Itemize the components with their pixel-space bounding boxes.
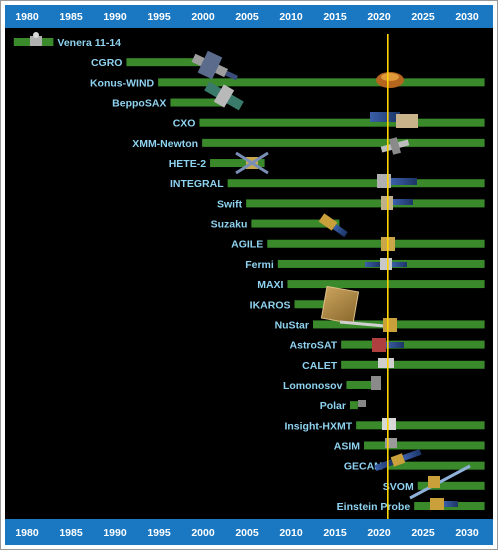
- spacecraft-illustrations: [30, 32, 471, 510]
- mission-bar-15: [341, 340, 485, 349]
- mission-bar-16: [341, 360, 485, 369]
- mission-bar-6: [210, 159, 265, 168]
- bottom-tick-label-2010: 2010: [279, 527, 303, 539]
- bottom-tick-label-2020: 2020: [367, 527, 391, 539]
- top-tick-label-1980: 1980: [15, 11, 39, 23]
- mission-bar-19: [356, 421, 485, 430]
- svom-satellite-icon: [409, 464, 471, 500]
- mission-label-20: ASIM: [334, 440, 361, 452]
- lomonosov-satellite-icon: [371, 376, 381, 390]
- mission-label-15: AstroSAT: [290, 340, 338, 352]
- mission-bar-17: [346, 380, 376, 389]
- mission-bar-8: [246, 199, 485, 208]
- mission-label-11: Fermi: [245, 259, 274, 271]
- plot-background: [5, 28, 493, 519]
- konus-wind-satellite-icon: [376, 72, 404, 88]
- bottom-tick-labels: 1980 1985 1990 1995 2000 2005 2010 2015 2020 2025…: [15, 527, 479, 539]
- suzaku-satellite-icon: [318, 213, 348, 238]
- mission-bar-21: [386, 461, 485, 470]
- top-tick-label-2015: 2015: [323, 11, 347, 23]
- bottom-tick-label-1985: 1985: [59, 527, 83, 539]
- mission-label-21: GECAM: [344, 461, 383, 473]
- top-tick-label-2005: 2005: [235, 11, 259, 23]
- mission-bar-22: [417, 481, 485, 490]
- mission-label-13: IKAROS: [250, 299, 291, 311]
- ikaros-sail-icon: [320, 285, 360, 325]
- insight-hxmt-satellite-icon: [382, 418, 396, 430]
- mission-bar-13: [294, 300, 340, 309]
- mission-bar-9: [251, 219, 340, 228]
- top-tick-label-2010: 2010: [279, 11, 303, 23]
- mission-bars: [13, 38, 485, 510]
- mission-label-22: SVOM: [383, 481, 414, 493]
- mission-bar-3: [170, 98, 224, 107]
- fermi-satellite-icon: [365, 258, 407, 270]
- bottom-tick-label-2005: 2005: [235, 527, 259, 539]
- cgro-satellite-icon: [191, 50, 239, 81]
- bottom-tick-label-1990: 1990: [103, 527, 127, 539]
- mission-label-3: BeppoSAX: [112, 98, 166, 110]
- bottom-tick-label-1980: 1980: [15, 527, 39, 539]
- venera-spacecraft-icon: [30, 32, 42, 46]
- mission-bar-5: [202, 138, 485, 147]
- mission-bar-20: [364, 441, 485, 450]
- bottom-tick-label-2025: 2025: [411, 527, 435, 539]
- top-tick-label-2000: 2000: [191, 11, 215, 23]
- mission-bar-12: [287, 280, 485, 289]
- top-axis-band: [5, 5, 493, 28]
- bottom-tick-label-2015: 2015: [323, 527, 347, 539]
- einstein-probe-satellite-icon: [430, 498, 458, 510]
- astrosat-satellite-icon: [372, 338, 404, 352]
- mission-label-14: NuStar: [275, 319, 309, 331]
- polar-instrument-icon: [358, 400, 366, 407]
- mission-label-9: Suzaku: [211, 219, 248, 231]
- top-tick-labels: 1980 1985 1990 1995 2000 2005 2010 2015 2020 2025…: [15, 11, 479, 23]
- mission-bar-10: [267, 239, 485, 248]
- mission-label-12: MAXI: [257, 279, 283, 291]
- mission-label-7: INTEGRAL: [170, 178, 224, 190]
- mission-bar-1: [126, 58, 207, 67]
- beppo-sax-satellite-icon: [204, 81, 244, 111]
- mission-label-4: CXO: [173, 118, 196, 130]
- mission-bar-14: [313, 320, 485, 329]
- bottom-tick-label-1995: 1995: [147, 527, 171, 539]
- mission-label-10: AGILE: [231, 239, 263, 251]
- mission-label-18: Polar: [320, 400, 346, 412]
- top-tick-label-2020: 2020: [367, 11, 391, 23]
- top-tick-label-1990: 1990: [103, 11, 127, 23]
- asim-instrument-icon: [385, 438, 397, 448]
- mission-label-16: CALET: [302, 360, 338, 372]
- mission-label-5: XMM-Newton: [132, 138, 198, 150]
- top-tick-label-2025: 2025: [411, 11, 435, 23]
- mission-label-23: Einstein Probe: [337, 501, 411, 513]
- mission-bar-4: [199, 118, 485, 127]
- top-tick-label-2030: 2030: [455, 11, 479, 23]
- mission-label-17: Lomonosov: [283, 380, 343, 392]
- mission-label-19: Insight-HXMT: [284, 420, 352, 432]
- gecam-satellite-icon: [374, 448, 422, 472]
- top-tick-label-1985: 1985: [59, 11, 83, 23]
- bottom-tick-label-2030: 2030: [455, 527, 479, 539]
- mission-bar-18: [349, 401, 358, 410]
- bottom-tick-label-2000: 2000: [191, 527, 215, 539]
- nustar-satellite-icon: [339, 318, 397, 332]
- mission-bar-7: [227, 179, 485, 188]
- mission-label-2: Konus-WIND: [90, 77, 155, 89]
- mission-label-1: CGRO: [91, 57, 123, 69]
- hete2-satellite-icon: [235, 151, 269, 175]
- chandra-satellite-icon: [370, 112, 418, 128]
- top-tick-label-1995: 1995: [147, 11, 171, 23]
- mission-bar-2: [158, 78, 485, 87]
- bottom-axis-band: [5, 519, 493, 545]
- calet-instrument-icon: [378, 358, 394, 368]
- mission-label-8: Swift: [217, 198, 243, 210]
- mission-label-0: Venera 11-14: [57, 37, 121, 49]
- mission-label-6: HETE-2: [169, 158, 207, 170]
